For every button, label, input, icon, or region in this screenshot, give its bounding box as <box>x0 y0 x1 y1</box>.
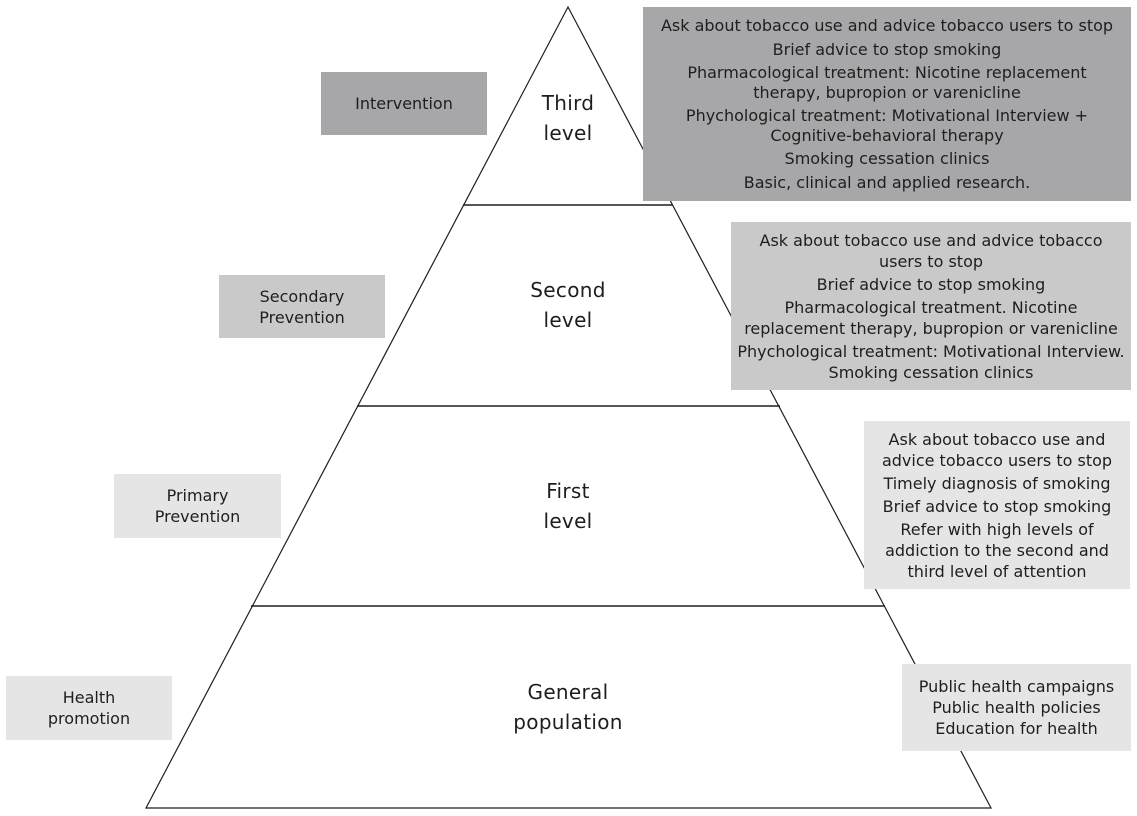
description-line: Ask about tobacco use and advice tobacco <box>759 230 1103 250</box>
description-line: Refer with high levels of <box>900 519 1094 539</box>
description-line: Timely diagnosis of smoking <box>883 473 1111 493</box>
side-label-text: promotion <box>47 709 131 728</box>
description-line: therapy, bupropion or varenicline <box>753 82 1021 102</box>
level-label-line: General <box>527 680 609 704</box>
description-line: advice tobacco users to stop <box>881 450 1113 470</box>
side-label-text: Health <box>62 688 116 707</box>
description-line: third level of attention <box>907 561 1087 581</box>
side-label-secondary-prevention: Secondary Prevention <box>219 275 385 338</box>
side-label-primary-prevention: Primary Prevention <box>114 474 281 538</box>
description-line: Public health policies <box>932 698 1101 717</box>
description-line: Cognitive-behavioral therapy <box>770 125 1004 145</box>
description-first-level: Ask about tobacco use and advice tobacco… <box>864 421 1130 589</box>
description-line: Pharmacological treatment: Nicotine repl… <box>687 63 1087 82</box>
description-line: users to stop <box>878 251 984 271</box>
description-line: Phychological treatment: Motivational In… <box>737 341 1125 361</box>
level-label-line: level <box>543 509 593 533</box>
side-label-text: Prevention <box>154 507 241 526</box>
side-label-text: Prevention <box>259 307 345 327</box>
description-line: Smoking cessation clinics <box>784 149 990 168</box>
side-label-health-promotion: Health promotion <box>6 676 172 740</box>
description-line: Brief advice to stop smoking <box>816 274 1046 294</box>
side-label-intervention: Intervention <box>321 72 487 135</box>
description-line: Basic, clinical and applied research. <box>743 172 1031 192</box>
level-label-line: level <box>543 308 593 332</box>
description-line: addiction to the second and <box>885 540 1109 560</box>
description-second-level: Ask about tobacco use and advice tobacco… <box>731 222 1131 390</box>
level-label-second: Second level <box>530 275 605 335</box>
description-line: Phychological treatment: Motivational In… <box>685 106 1089 125</box>
description-line: replacement therapy, bupropion or vareni… <box>744 318 1118 338</box>
side-label-text: Primary <box>166 486 229 505</box>
level-label-first: First level <box>543 476 592 536</box>
description-line: Smoking cessation clinics <box>828 362 1034 382</box>
side-label-text: Intervention <box>355 94 453 113</box>
level-label-third: Third level <box>542 88 595 148</box>
level-label-line: level <box>543 121 593 145</box>
description-third-level: Ask about tobacco use and advice tobacco… <box>643 7 1131 201</box>
description-line: Education for health <box>935 719 1098 738</box>
level-label-line: Third <box>541 91 595 115</box>
description-line: Ask about tobacco use and <box>888 429 1106 449</box>
level-label-general: General population <box>513 677 622 737</box>
side-label-text: Secondary <box>259 286 345 306</box>
pyramid-triangle <box>145 5 992 809</box>
description-general-population: Public health campaigns Public health po… <box>902 664 1131 751</box>
level-label-line: population <box>513 710 623 734</box>
description-line: Brief advice to stop smoking <box>772 39 1002 59</box>
level-label-line: Second <box>530 278 606 302</box>
level-label-line: First <box>546 479 590 503</box>
description-line: Brief advice to stop smoking <box>882 496 1112 516</box>
description-line: Public health campaigns <box>918 677 1115 696</box>
description-line: Pharmacological treatment. Nicotine <box>784 297 1078 317</box>
description-line: Ask about tobacco use and advice tobacco… <box>660 16 1114 35</box>
